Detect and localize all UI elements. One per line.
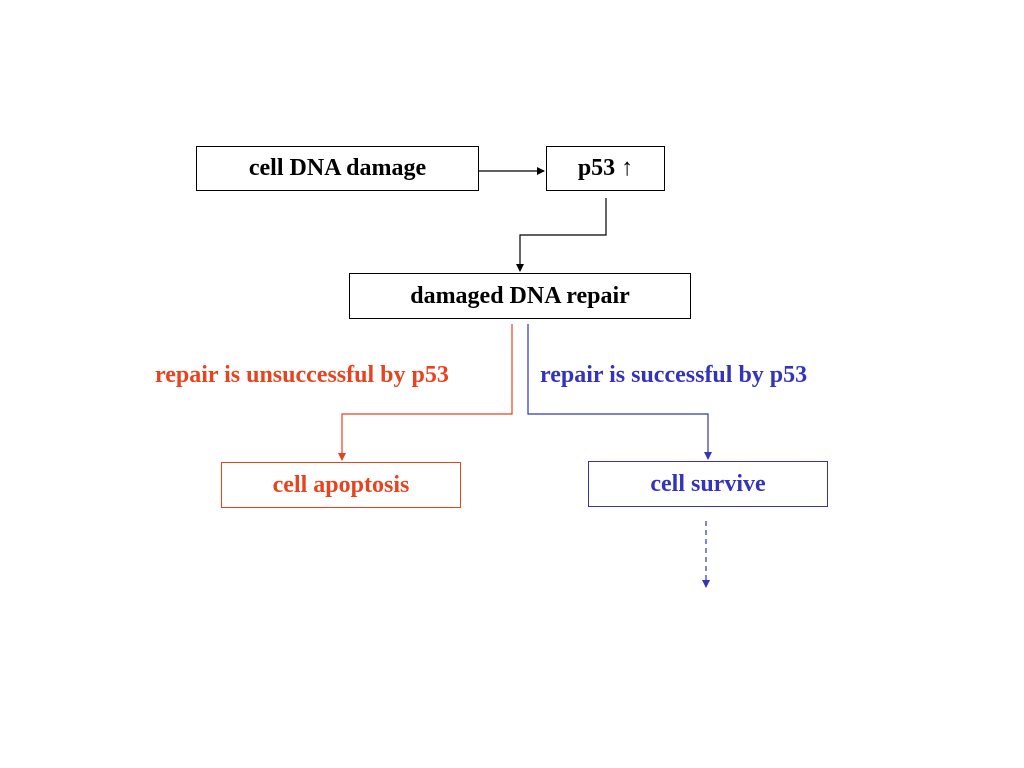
arrow-repair-to-apoptosis xyxy=(338,324,513,461)
node-cell-apoptosis: cell apoptosis xyxy=(221,462,461,508)
node-cell-survive-label: cell survive xyxy=(650,470,766,497)
node-cell-dna-damage: cell DNA damage xyxy=(196,146,479,191)
node-damaged-dna-repair: damaged DNA repair xyxy=(349,273,691,319)
label-repair-unsuccessful: repair is unsuccessful by p53 xyxy=(155,362,449,388)
arrow-p53-to-repair xyxy=(516,198,607,272)
node-cell-apoptosis-label: cell apoptosis xyxy=(272,471,410,498)
node-cell-survive: cell survive xyxy=(588,461,828,507)
node-cell-dna-damage-label: cell DNA damage xyxy=(248,155,427,181)
node-p53-label: p53 xyxy=(577,155,616,181)
label-repair-successful: repair is successful by p53 xyxy=(540,362,808,388)
up-arrow-icon: ↑ xyxy=(621,155,634,181)
node-p53-up: p53 ↑ xyxy=(546,146,665,191)
arrow-repair-to-survive xyxy=(527,324,712,460)
node-damaged-dna-repair-label: damaged DNA repair xyxy=(410,282,630,309)
